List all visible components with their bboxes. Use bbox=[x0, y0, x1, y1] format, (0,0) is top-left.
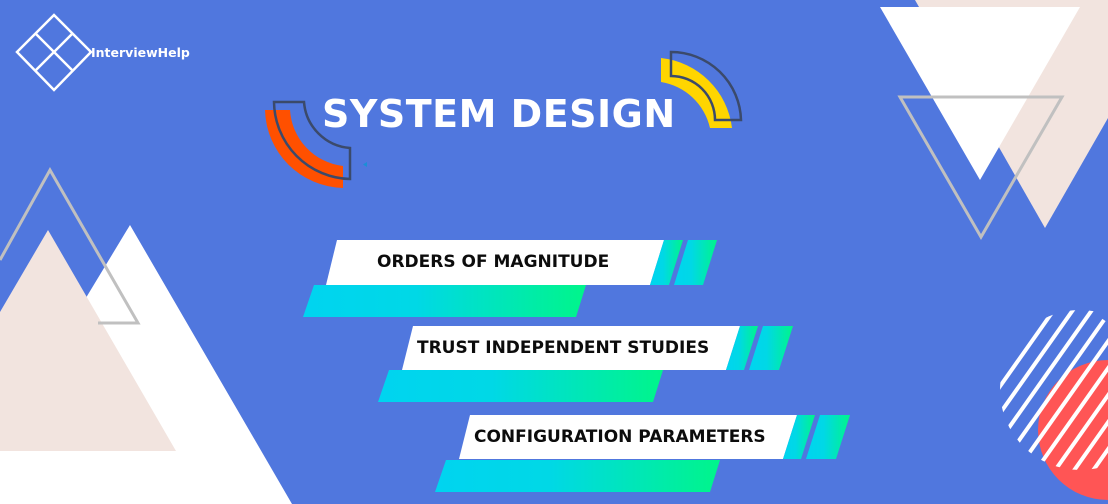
brand-logo[interactable]: InterviewHelp bbox=[14, 12, 204, 96]
striped-circle-decor bbox=[1000, 310, 1108, 500]
topic-label: ORDERS OF MAGNITUDE bbox=[377, 252, 610, 272]
yellow-arc-decor bbox=[661, 50, 743, 128]
topic-bar-2-decor bbox=[378, 326, 793, 402]
topic-label: TRUST INDEPENDENT STUDIES bbox=[417, 338, 710, 358]
page-title: SYSTEM DESIGN bbox=[322, 92, 676, 136]
diamond-grid-icon bbox=[15, 13, 93, 92]
small-marker-decor bbox=[363, 162, 367, 167]
topic-bar-1-decor bbox=[303, 240, 717, 317]
brand-name: InterviewHelp bbox=[91, 45, 190, 60]
orange-arc-decor bbox=[265, 100, 352, 188]
left-triangles-decor bbox=[0, 166, 292, 504]
topic-label: CONFIGURATION PARAMETERS bbox=[474, 427, 766, 447]
right-triangles-decor bbox=[880, 0, 1108, 240]
topic-bar-3-decor bbox=[435, 415, 850, 492]
